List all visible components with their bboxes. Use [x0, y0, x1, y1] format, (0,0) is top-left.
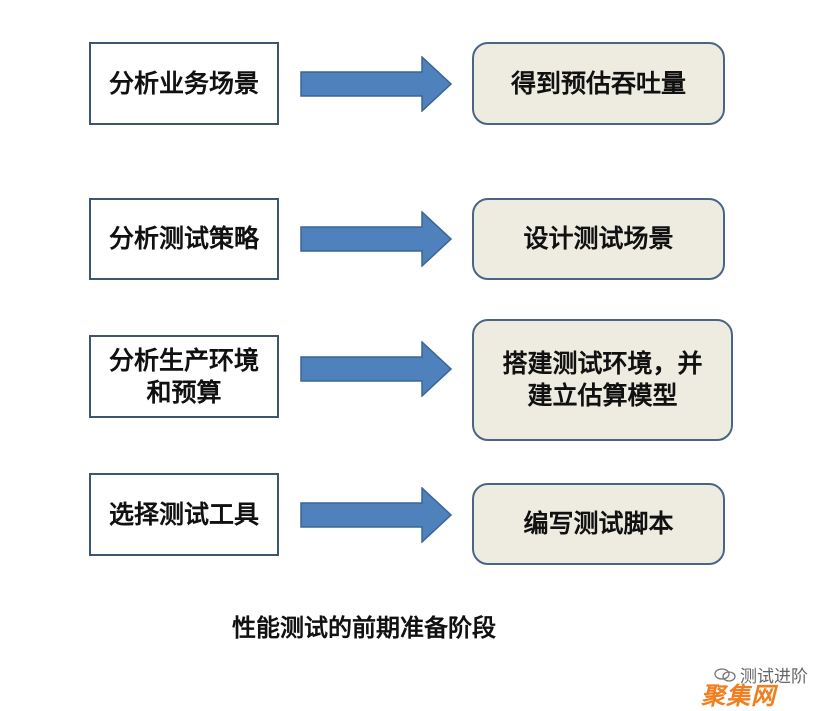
right-arrow-icon — [300, 341, 452, 397]
step-label: 分析生产环境 和预算 — [108, 345, 259, 407]
result-box-test-script: 编写测试脚本 — [472, 483, 725, 565]
step-box-test-strategy: 分析测试策略 — [89, 198, 279, 280]
step-box-production-budget: 分析生产环境 和预算 — [89, 335, 279, 418]
right-arrow-icon — [300, 56, 452, 112]
step-box-business-scenario: 分析业务场景 — [89, 42, 279, 125]
step-label: 分析测试策略 — [108, 224, 259, 253]
result-label: 设计测试场景 — [523, 224, 674, 253]
result-box-test-environment: 搭建测试环境，并 建立估算模型 — [472, 319, 733, 441]
result-label: 搭建测试环境，并 建立估算模型 — [502, 349, 703, 410]
account-watermark: 测试进阶 — [714, 662, 808, 687]
right-arrow-icon — [300, 211, 452, 267]
result-box-throughput: 得到预估吞吐量 — [472, 42, 725, 125]
right-arrow-icon — [300, 487, 452, 543]
account-name: 测试进阶 — [740, 667, 808, 687]
wechat-icon — [714, 667, 736, 682]
step-label: 分析业务场景 — [108, 68, 259, 98]
site-logo: 聚集网 — [701, 682, 776, 710]
result-label: 编写测试脚本 — [523, 509, 674, 538]
result-label: 得到预估吞吐量 — [510, 68, 686, 98]
result-box-test-scenario: 设计测试场景 — [472, 198, 725, 280]
step-box-test-tool: 选择测试工具 — [89, 473, 279, 556]
diagram-caption: 性能测试的前期准备阶段 — [232, 614, 496, 642]
step-label: 选择测试工具 — [108, 499, 259, 529]
